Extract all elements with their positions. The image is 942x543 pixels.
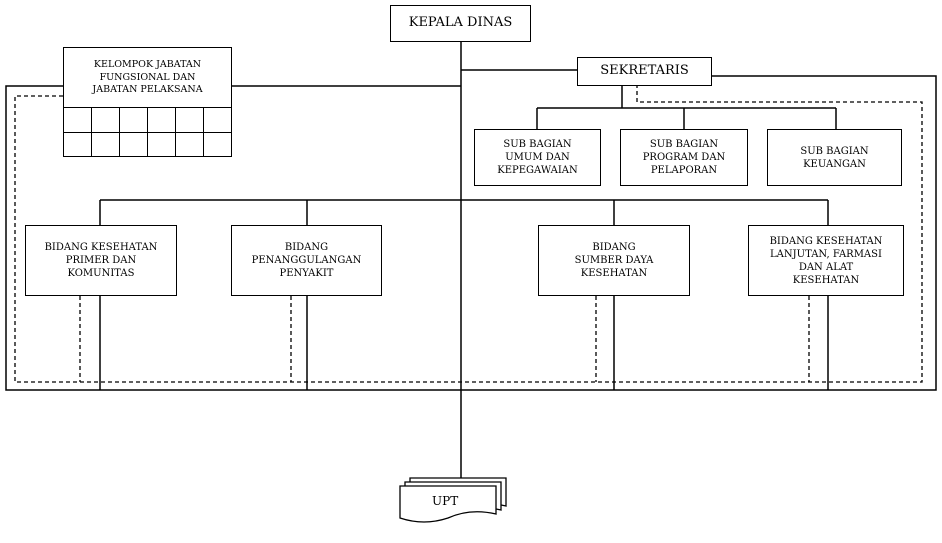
bidang-penanggulangan-box: BIDANG PENANGGULANGAN PENYAKIT	[231, 225, 382, 296]
bidang-sumber-daya-box: BIDANG SUMBER DAYA KESEHATAN	[538, 225, 690, 296]
outer-solid-loop	[5, 75, 937, 391]
kelompok-jabatan-box: KELOMPOK JABATAN FUNGSIONAL DAN JABATAN …	[63, 47, 232, 108]
upt-label: UPT	[432, 494, 459, 508]
kepala-dinas-box: KEPALA DINAS	[390, 5, 531, 42]
bidang-kesehatan-primer-box: BIDANG KESEHATAN PRIMER DAN KOMUNITAS	[25, 225, 177, 296]
sub-bagian-program-box: SUB BAGIAN PROGRAM DAN PELAPORAN	[620, 129, 748, 186]
dashed-coordination-loop	[14, 86, 923, 383]
bidang-kesehatan-lanjutan-box: BIDANG KESEHATAN LANJUTAN, FARMASI DAN A…	[748, 225, 904, 296]
kelompok-jabatan-grid	[63, 107, 232, 157]
upt-document-icon	[399, 477, 507, 523]
sub-bagian-umum-box: SUB BAGIAN UMUM DAN KEPEGAWAIAN	[474, 129, 601, 186]
sekretaris-box: SEKRETARIS	[577, 57, 712, 86]
sub-bagian-keuangan-box: SUB BAGIAN KEUANGAN	[767, 129, 902, 186]
